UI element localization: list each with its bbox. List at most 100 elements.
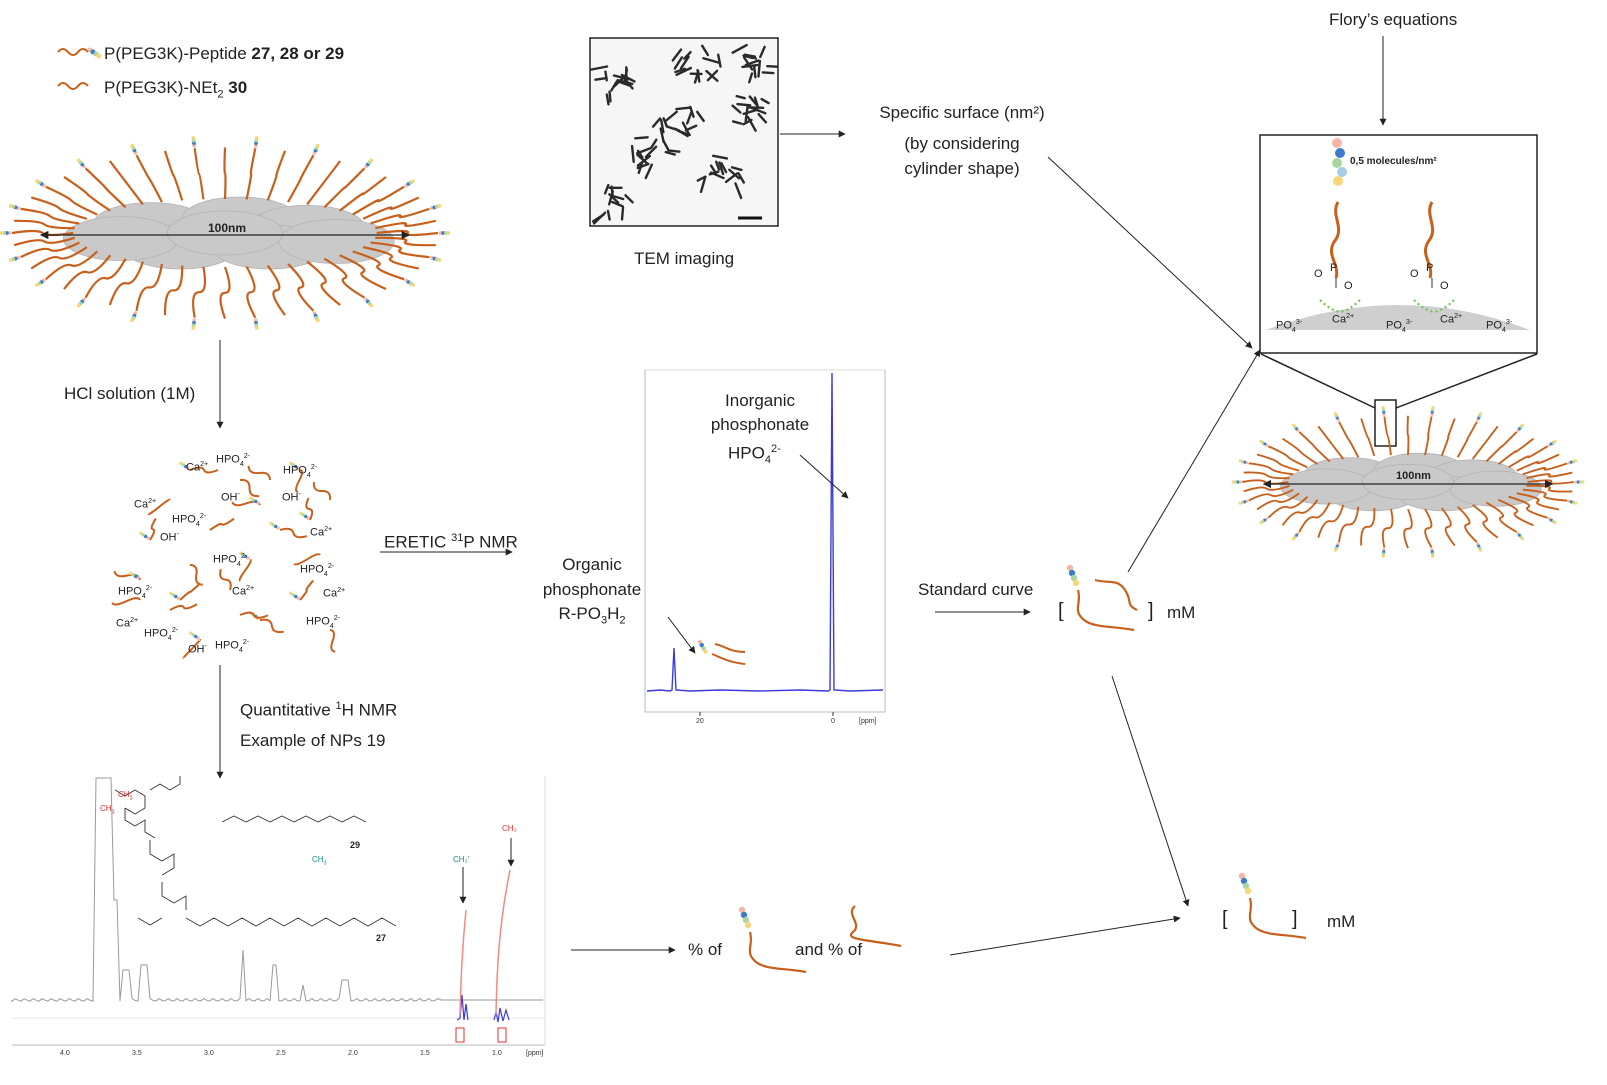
h1-tick-2: 3.0: [204, 1050, 214, 1057]
h1-peak-a: CH₃': [453, 855, 470, 864]
io1p: -: [237, 490, 240, 498]
zp2: PO: [1386, 319, 1402, 332]
legend-peptide-ids: 27, 28 or 29: [251, 44, 345, 63]
ica5: Ca: [323, 587, 338, 600]
flory-label: Flory’s equations: [1329, 10, 1458, 29]
tem-image: [589, 37, 779, 227]
peptide-peg-chain-icon-2: [1238, 872, 1307, 940]
ion-hpo4-7: HPO42-: [306, 614, 340, 630]
ih6: HPO: [118, 585, 142, 598]
ih7: HPO: [306, 615, 330, 628]
np-size-label: 100nm: [208, 221, 247, 235]
conc2-close: ]: [1292, 908, 1298, 930]
ica2s: 2+: [148, 497, 157, 505]
ion-ca-2: Ca2+: [134, 497, 156, 511]
h1-tick-0: 4.0: [60, 1050, 70, 1057]
ica2: Ca: [134, 498, 149, 511]
surface-line-2: (by considering: [904, 134, 1020, 153]
h1-tick-4: 2.0: [348, 1050, 358, 1057]
flow-arrows: [216, 36, 1387, 956]
zoom-po4-1: PO43-: [1276, 318, 1302, 334]
zp2s: 4: [1401, 325, 1406, 334]
organic-label-2: phosphonate: [542, 580, 642, 599]
org3-a: R-PO: [558, 604, 601, 623]
h1-tick-3: 2.5: [276, 1050, 286, 1057]
ion-hpo4-9: HPO42-: [215, 638, 249, 654]
zoom-po4-2: PO43-: [1386, 318, 1412, 334]
ica1s: 2+: [200, 460, 209, 468]
zc1p: 2+: [1346, 312, 1355, 320]
qnmr-text-b: H NMR: [341, 700, 398, 720]
io2p: -: [298, 490, 301, 498]
ion-hpo4-6: HPO42-: [118, 584, 152, 600]
phos-o-1: O: [1314, 268, 1323, 280]
org3-b: H: [607, 604, 620, 623]
legend-peg-sub: 2: [217, 88, 224, 101]
ion-oh-4: OH-: [188, 642, 207, 656]
legend-peg-icon: [57, 82, 89, 90]
conc1-open: [: [1058, 600, 1064, 622]
organic-phosphonate-icon: [697, 639, 746, 665]
ih8b: 4: [167, 633, 172, 642]
organic-label-3: R-PO3H2: [532, 604, 652, 626]
density-label: 0,5 molecules/nm²: [1350, 156, 1437, 167]
p31-tick-0: 0: [831, 718, 835, 725]
ih6b: 4: [141, 591, 146, 600]
ih9p: 2-: [242, 638, 250, 646]
inorganic-hpo4-label: HPO42-: [728, 443, 781, 466]
ion-ca-6: Ca2+: [116, 616, 138, 630]
ih4p: 2-: [240, 552, 248, 560]
phos-p-1: P: [1330, 262, 1338, 274]
h1c3s: 3: [323, 860, 327, 867]
legend-peg-id: 30: [228, 78, 248, 97]
ion-ca-4: Ca2+: [232, 584, 254, 598]
h1-tick-1: 3.5: [132, 1050, 142, 1057]
tem-label: TEM imaging: [634, 249, 735, 268]
ica6: Ca: [116, 617, 131, 630]
ica4: Ca: [232, 585, 247, 598]
ica6s: 2+: [130, 616, 139, 624]
legend-peptide-text: P(PEG3K)-Peptide: [104, 44, 252, 63]
conc2-open: [: [1222, 908, 1228, 930]
h1-peak-b: CH₃: [502, 824, 517, 833]
ih9: HPO: [215, 639, 239, 652]
phos-p-2: P: [1426, 262, 1434, 274]
h1-nmr-spectrum: [11, 776, 546, 1046]
h1-compound-29: 29: [350, 840, 361, 850]
eretic-sup: 31: [451, 532, 464, 544]
zp1s: 4: [1291, 325, 1296, 334]
surface-line-3: cylinder shape): [904, 159, 1020, 178]
qnmr-text: Quantitative: [240, 700, 336, 720]
np2-size-label: 100nm: [1396, 470, 1431, 482]
phos-o-4: O: [1440, 280, 1449, 292]
zoom-ca-2: Ca2+: [1440, 312, 1462, 326]
qnmr-step-label: Quantitative 1H NMR: [240, 700, 397, 721]
ih2p: 2-: [310, 463, 318, 471]
legend-peg-label: P(PEG3K)-NEt2 30: [104, 78, 247, 100]
zp2p: 3-: [1405, 318, 1413, 326]
ih5b: 4: [323, 569, 328, 578]
ion-ca-1: Ca2+: [186, 460, 208, 474]
io4: OH: [188, 643, 205, 656]
ih8: HPO: [144, 627, 168, 640]
h1c2s: 3: [129, 795, 133, 802]
ica3s: 2+: [324, 525, 333, 533]
h1-ch3-teal: CH3: [312, 855, 326, 867]
qnmr-example-label: Example of NPs 19: [240, 731, 386, 750]
ih7b: 4: [329, 621, 334, 630]
ih2b: 4: [306, 470, 311, 479]
conc1-unit: mM: [1167, 603, 1196, 622]
io3: OH: [160, 531, 177, 544]
inorganic-label-1: Inorganic: [725, 391, 795, 410]
p31-nmr-spectrum: [644, 369, 886, 716]
standard-curve-label: Standard curve: [918, 580, 1034, 599]
peptide-peg-chain-icon-1: [1066, 564, 1138, 632]
ion-ca-3: Ca2+: [310, 525, 332, 539]
ica4s: 2+: [246, 584, 255, 592]
org3-sub2: 2: [619, 614, 626, 627]
percent-of-2: and % of: [795, 940, 863, 959]
ion-hpo4-5: HPO42-: [300, 562, 334, 578]
ih3p: 2-: [199, 512, 207, 520]
legend-peg-text: P(PEG3K)-NEt: [104, 78, 218, 97]
